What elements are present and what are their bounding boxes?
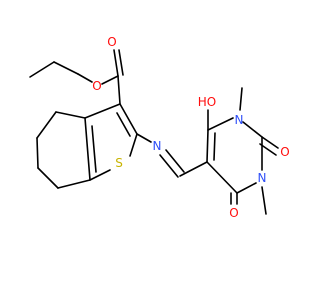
atom-o-ester-alkoxy: O [92, 79, 101, 93]
bond-ester-to-ring [117, 75, 121, 105]
atom-o-c2: O [280, 145, 289, 159]
atom-o-ester-carbonyl: O [107, 35, 116, 49]
bond-c6-n1 [207, 117, 234, 131]
atom-n3-ring: N [258, 171, 267, 185]
bond-carbonyl-double-1 [113, 49, 119, 77]
bond-ch2-o [77, 73, 93, 83]
bond-o-carbonyl-c [101, 75, 119, 85]
bond-c2-o-2 [259, 143, 277, 156]
bond-c2-n [136, 133, 152, 143]
bond-th-s-c7a [89, 169, 111, 181]
bond-cy-3 [36, 137, 39, 169]
bond-c5-c6 [206, 129, 209, 163]
bond-cy-5 [57, 179, 91, 189]
atom-layer: O O S N HO N N O O [92, 35, 289, 220]
bond-ch-c5 [179, 161, 208, 177]
atom-n1-ring: N [235, 113, 244, 127]
bond-cy-2 [36, 111, 57, 139]
bond-layer [29, 49, 279, 215]
bond-th-c7a-c3a-inner [91, 125, 97, 173]
bond-c5-c6-inner [213, 132, 216, 161]
bond-carbonyl-double-2 [118, 49, 124, 76]
bond-cy-4 [37, 167, 59, 189]
bond-c2-o-1 [261, 136, 279, 149]
bond-n-ch-2 [165, 149, 185, 173]
bond-n-ch-1 [159, 154, 179, 178]
bond-n3-methyl [261, 186, 267, 215]
atom-o-c4: O [229, 206, 238, 220]
atom-s-thiophene: S [115, 156, 123, 170]
bond-c4-c5 [206, 161, 238, 194]
bond-th-c3-c2 [119, 103, 138, 135]
atom-n-imine: N [153, 139, 162, 153]
bond-ethyl-cc [29, 61, 55, 78]
atom-o-hydroxy: HO [198, 95, 216, 109]
bond-n1-methyl [239, 87, 243, 111]
structure-svg: O O S N HO N N O O [29, 35, 290, 220]
bond-n3-c4 [236, 182, 257, 194]
molecule-diagram: O O S N HO N N O O [29, 35, 290, 220]
bond-th-c3a-c3 [84, 103, 121, 119]
bond-th-c3-c2-inner [116, 112, 131, 137]
bond-n1-c2 [242, 121, 263, 138]
bond-cy-1 [55, 111, 86, 119]
bond-th-c7a-c3a [84, 117, 91, 181]
bond-ethyl-ch2 [53, 61, 79, 75]
bond-th-c2-s [129, 133, 138, 157]
